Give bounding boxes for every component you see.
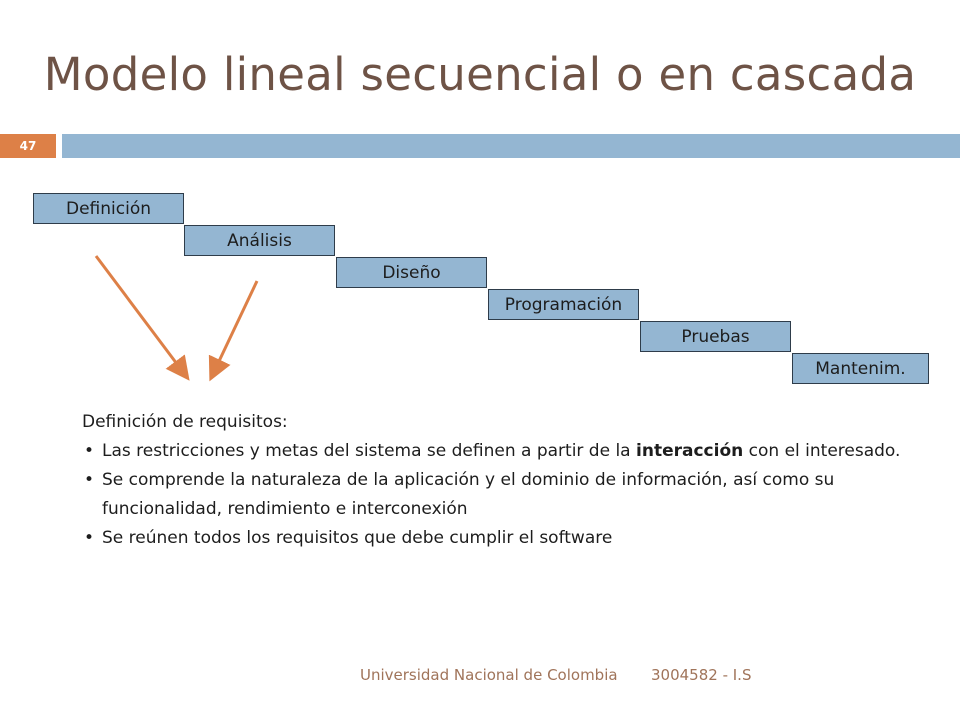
footer-institution: Universidad Nacional de Colombia — [360, 666, 618, 684]
slide-number: 47 — [0, 134, 56, 158]
list-item: Se comprende la naturaleza de la aplicac… — [82, 466, 932, 524]
step-diseno: Diseño — [336, 257, 487, 288]
list-item: Se reúnen todos los requisitos que debe … — [82, 524, 932, 553]
bullet1-text-end: con el interesado. — [743, 441, 901, 461]
content-heading: Definición de requisitos: — [82, 412, 288, 432]
requirements-content: Definición de requisitos: Las restriccio… — [82, 408, 932, 553]
step-analisis: Análisis — [184, 225, 335, 256]
footer-course: 3004582 - I.S — [651, 666, 752, 684]
step-pruebas: Pruebas — [640, 321, 791, 352]
step-definicion: Definición — [33, 193, 184, 224]
list-item: Las restricciones y metas del sistema se… — [82, 437, 932, 466]
header-bar — [62, 134, 960, 158]
slide-title: Modelo lineal secuencial o en cascada — [43, 48, 917, 101]
bullet1-text: Las restricciones y metas del sistema se… — [102, 441, 637, 461]
arrow-from-definicion — [94, 255, 190, 381]
arrow-from-analisis — [208, 280, 259, 382]
step-mantenimiento: Mantenim. — [792, 353, 929, 384]
bullet1-bold: interacción — [636, 441, 744, 461]
step-programacion: Programación — [488, 289, 639, 320]
requirements-list: Las restricciones y metas del sistema se… — [82, 437, 932, 553]
